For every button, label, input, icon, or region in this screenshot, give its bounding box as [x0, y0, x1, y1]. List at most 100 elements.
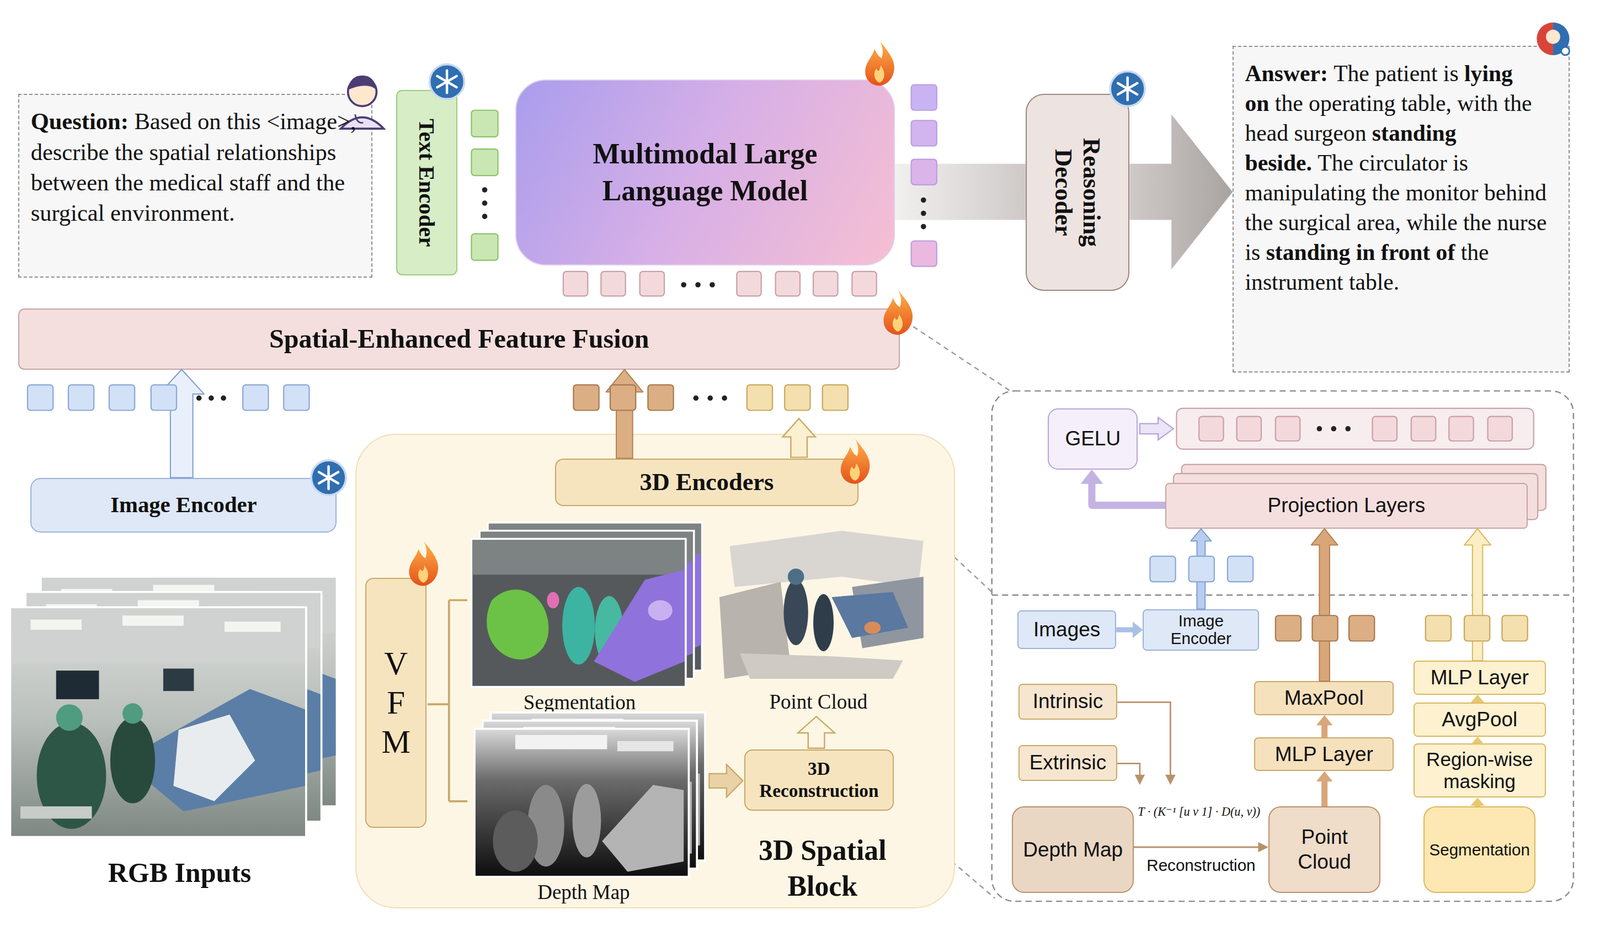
- parameter-line: [1117, 701, 1176, 785]
- node-text: Text Encoder: [413, 96, 441, 270]
- connector-arrow: [1470, 736, 1485, 745]
- trainable-icon: [840, 438, 871, 484]
- connector-arrow: [1316, 715, 1333, 738]
- text-area: AvgPool: [1414, 703, 1545, 735]
- token-bar: [1176, 408, 1534, 450]
- connector-arrow: [1464, 528, 1491, 661]
- image-token: [109, 384, 135, 410]
- connector-arrow: [1316, 770, 1333, 807]
- caption-text: T · (K⁻¹ [u v 1] · D(u, v)): [1137, 804, 1261, 819]
- data-box: Segmentation: [1423, 806, 1536, 893]
- token-bar: [1236, 416, 1262, 441]
- caption-label: Depth Map: [537, 880, 630, 904]
- text-area: Region-wise masking: [1414, 744, 1545, 797]
- answer-box: Answer:The patient islying onthe operati…: [1232, 45, 1570, 373]
- point-cloud-image: [864, 621, 882, 634]
- text-area: Text Encoder: [397, 91, 457, 275]
- node-text: 3D Encoders: [639, 467, 774, 497]
- node-text: Projection Layers: [1267, 493, 1426, 518]
- text-area: Projection Layers: [1166, 483, 1527, 528]
- detail-token: [1149, 556, 1176, 582]
- node-text: GELU: [1064, 426, 1121, 451]
- token-bar: [1345, 425, 1351, 432]
- fused-token: [709, 281, 716, 288]
- spatial-token: [721, 395, 728, 402]
- output-token: [920, 197, 927, 204]
- output-token: [911, 120, 937, 146]
- rgb-photo: [9, 606, 306, 837]
- output-token: [920, 197, 927, 230]
- detail-token: [1425, 615, 1452, 641]
- token-bar: [1198, 416, 1224, 441]
- node-text: Depth Map: [1017, 837, 1129, 862]
- text-token: [471, 233, 498, 261]
- text-block: Question:Based on this <image>, describe…: [30, 105, 361, 228]
- node-text: MLP Layer: [1275, 742, 1374, 767]
- spatial-token: [784, 384, 810, 410]
- text-block: GELU: [1064, 426, 1121, 451]
- text-area: MLP Layer: [1255, 738, 1393, 770]
- image-token: [196, 395, 202, 402]
- spatial-token: [573, 384, 848, 410]
- token-bar: [1176, 408, 1534, 450]
- data-box: Depth Map: [1011, 806, 1134, 893]
- vfm-bracket: [427, 600, 468, 802]
- spatial-token: [822, 384, 848, 410]
- node-text: standing in front of: [1266, 239, 1456, 265]
- output-token: [920, 210, 927, 217]
- text-block: Text Encoder: [413, 96, 441, 270]
- node-text: MLP Layer: [1430, 665, 1529, 690]
- block-arrow: [797, 716, 835, 748]
- text-encoder-box: Text Encoder: [396, 89, 458, 276]
- spatial-token: [573, 384, 599, 410]
- expert-icon: [1561, 46, 1570, 56]
- data-box: Point Cloud: [1268, 806, 1381, 893]
- fused-token: [851, 271, 877, 296]
- spatial-token: [747, 384, 773, 410]
- llm-box: Multimodal Large Language Model: [515, 79, 895, 266]
- connector-arrow: [1470, 736, 1485, 745]
- node-text: MaxPool: [1284, 685, 1364, 711]
- text-area: Question:Based on this <image>, describe…: [19, 94, 372, 277]
- node-text: Extrinsic: [1029, 750, 1107, 775]
- token-bar: [1198, 416, 1513, 441]
- frozen-icon: [429, 64, 465, 100]
- spatial-token: [610, 384, 636, 410]
- frozen-icon: [1110, 71, 1145, 106]
- text-block: Multimodal Large Language Model: [552, 135, 859, 210]
- layer-box: Region-wise masking: [1413, 743, 1546, 798]
- node-text: Images: [1033, 617, 1101, 642]
- layer-box: Projection Layers: [1165, 482, 1528, 529]
- leader-line: [913, 326, 1011, 392]
- spatial-token: [747, 384, 848, 410]
- node-text: Point Cloud: [1276, 824, 1374, 874]
- fusion-band: Spatial-Enhanced Feature Fusion: [18, 308, 900, 370]
- point-cloud-image: [739, 653, 904, 679]
- text-block: Depth Map: [1017, 837, 1129, 862]
- text-area: Depth Map: [1012, 807, 1133, 892]
- text-area: Intrinsic: [1019, 684, 1117, 719]
- connector-arrow: [1470, 797, 1485, 807]
- image-token: [196, 395, 227, 402]
- detail-token: [1501, 615, 1528, 641]
- parameter-line: [1134, 774, 1145, 785]
- text-block: Spatial-Enhanced Feature Fusion: [269, 322, 649, 355]
- point-cloud-image: [787, 568, 805, 585]
- spatial-token: [647, 384, 674, 410]
- rgb-photo: [9, 576, 337, 837]
- detail-token: [1188, 556, 1215, 582]
- layer-box: AvgPool: [1413, 702, 1546, 736]
- text-block: Reasoning Decoder: [1049, 108, 1106, 277]
- text-area: 3D Reconstruction: [745, 750, 893, 810]
- text-token: [482, 200, 488, 206]
- connector-arrow: [1133, 841, 1269, 852]
- block-arrow: [708, 417, 1174, 797]
- point-cloud-image: [719, 530, 924, 679]
- parameter-line: [1165, 774, 1176, 785]
- text-block: 3D Spatial Block: [725, 832, 920, 904]
- node-text: Multimodal Large Language Model: [552, 135, 859, 210]
- arrow-head: [1257, 841, 1268, 852]
- text-area: 3D Encoders: [556, 459, 857, 506]
- text-block: Segmentation: [1428, 839, 1530, 860]
- image-token: [27, 384, 53, 410]
